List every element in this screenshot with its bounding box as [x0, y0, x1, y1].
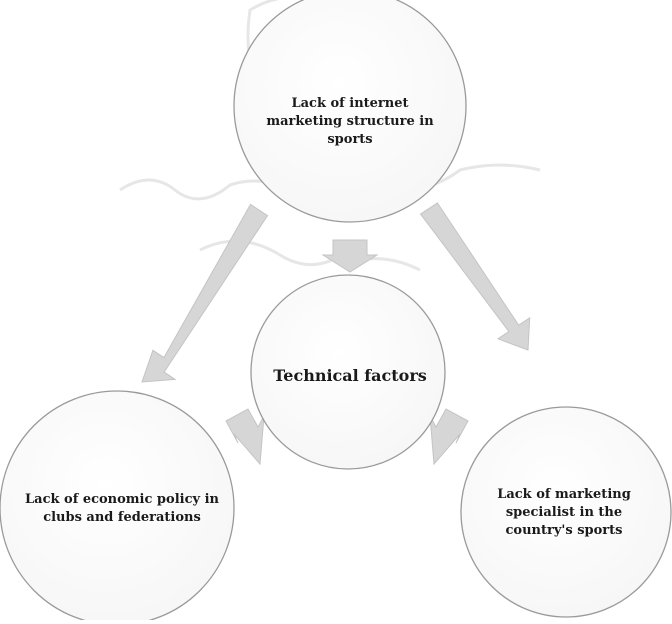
arrow-left-to-center: [225, 408, 265, 466]
circle-right: [460, 406, 672, 618]
center-node-label: Technical factors: [273, 366, 427, 385]
arrow-right-to-center: [429, 408, 469, 466]
right-node-label: Lack of marketing specialist in the coun…: [497, 487, 631, 538]
top-node-label: Lack of internet marketing structure in …: [266, 96, 434, 147]
left-node-label: Lack of economic policy in clubs and fed…: [25, 492, 219, 525]
circle-left: [0, 390, 235, 624]
circle-center: [250, 274, 446, 470]
circle-top: [233, 0, 467, 223]
arrow-top-to-left: [141, 203, 269, 383]
arrow-top-to-center: [321, 239, 379, 273]
arrow-top-to-right: [419, 202, 531, 351]
